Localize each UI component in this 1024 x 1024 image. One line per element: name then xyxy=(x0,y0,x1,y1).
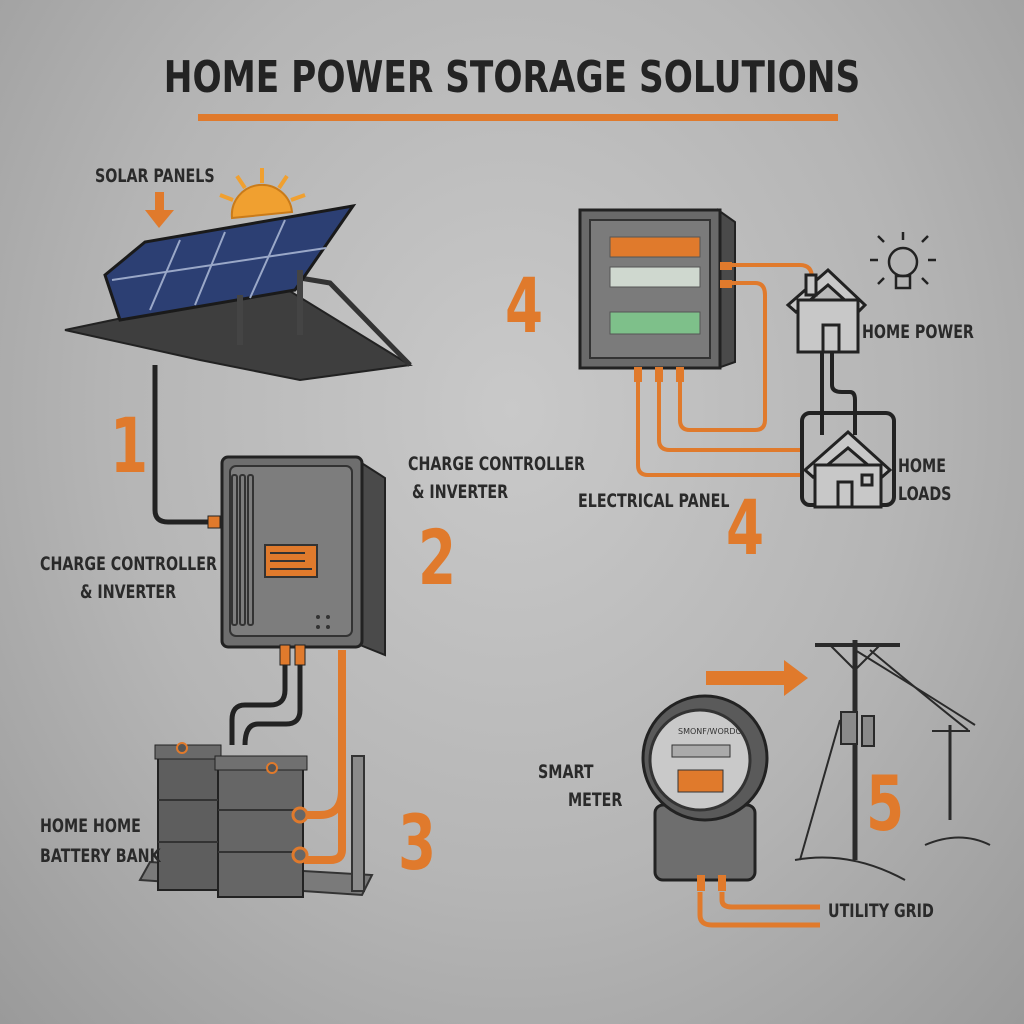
label-charge-controller-right-line2: & INVERTER xyxy=(412,481,509,503)
title-underline xyxy=(198,114,838,121)
arrow-down-icon xyxy=(145,192,174,228)
smart-meter-icon xyxy=(641,694,769,891)
page-title: HOME POWER STORAGE SOLUTIONS xyxy=(163,52,861,103)
electrical-panel-icon xyxy=(578,208,736,382)
label-home-loads-line1: HOME xyxy=(898,455,946,477)
step-number-5: 5 xyxy=(866,759,905,848)
step-number-4-left: 4 xyxy=(505,261,544,350)
label-electrical-panel: ELECTRICAL PANEL xyxy=(578,490,730,512)
label-solar-panels: SOLAR PANELS xyxy=(95,165,215,187)
house-lightbulb-icon xyxy=(785,267,868,354)
step-number-2: 2 xyxy=(418,513,457,602)
lightbulb-icon xyxy=(870,232,936,290)
label-battery-bank-line2: BATTERY BANK xyxy=(40,845,161,867)
label-home-loads-line2: LOADS xyxy=(898,483,952,505)
house-icon xyxy=(802,429,893,509)
step-number-4-bottom: 4 xyxy=(726,483,765,572)
label-home-power: HOME POWER xyxy=(862,321,974,343)
label-utility-grid: UTILITY GRID xyxy=(828,900,934,922)
solar-panel-icon xyxy=(103,203,357,345)
step-number-3: 3 xyxy=(398,798,437,887)
step-number-1: 1 xyxy=(110,401,149,490)
arrow-right-icon xyxy=(706,660,808,696)
inverter-icon xyxy=(220,455,386,657)
label-smart-meter-line1: SMART xyxy=(538,761,594,783)
battery-icon xyxy=(138,742,374,898)
label-smart-meter-line2: METER xyxy=(568,789,623,811)
label-battery-bank-line1: HOME HOME xyxy=(40,815,141,837)
label-charge-controller-left-line1: CHARGE CONTROLLER xyxy=(40,553,217,575)
label-charge-controller-left-line2: & INVERTER xyxy=(80,581,177,603)
label-charge-controller-right-line1: CHARGE CONTROLLER xyxy=(408,453,585,475)
meter-face-text: SMONF/WORDO xyxy=(678,727,742,736)
sun-icon xyxy=(219,168,306,220)
utility-pole-icon xyxy=(794,640,991,881)
